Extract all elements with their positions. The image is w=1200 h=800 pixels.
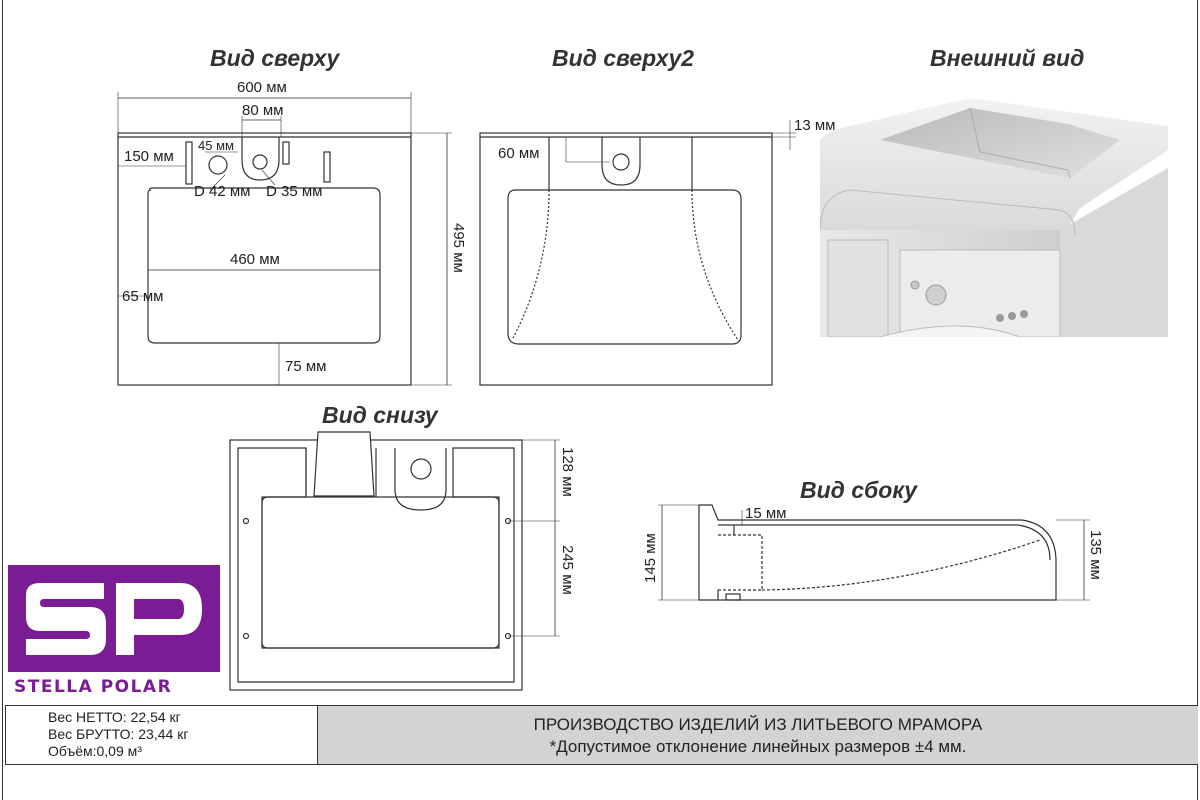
spec-net-weight: Вес НЕТТО: 22,54 кг: [48, 709, 181, 725]
spec-gross-weight: Вес БРУТТО: 23,44 кг: [48, 726, 189, 742]
side-view-drawing: [658, 504, 1090, 601]
bottom-view-drain: [410, 458, 432, 480]
title-side-view: Вид сбоку: [800, 477, 918, 503]
dim-15: 15 мм: [745, 505, 787, 522]
top-view-bowl: [147, 187, 381, 344]
dim-495: 495 мм: [450, 223, 467, 273]
footer-line-1: ПРОИЗВОДСТВО ИЗДЕЛИЙ ИЗ ЛИТЬЕВОГО МРАМОР…: [533, 715, 983, 734]
top-view2-drain: [612, 153, 630, 171]
title-bottom-view: Вид снизу: [322, 402, 438, 428]
title-top-view2: Вид сверху2: [552, 45, 695, 71]
dim-65: 65 мм: [122, 288, 164, 305]
dim-245: 245 мм: [559, 545, 576, 595]
dim-135: 135 мм: [1087, 530, 1104, 580]
dim-460: 460 мм: [230, 251, 280, 268]
top-view2-bowl: [507, 189, 742, 345]
logo-mark: [8, 565, 220, 672]
top-view-drawing: [117, 92, 452, 386]
bottom-view-recess: [261, 496, 500, 649]
dim-145: 145 мм: [642, 533, 659, 583]
dim-d42: D 42 мм: [194, 183, 251, 200]
spec-volume: Объём:0,09 м³: [48, 743, 142, 759]
bottom-view-outline: [229, 439, 523, 691]
dim-150: 150 мм: [124, 148, 174, 165]
manufacturer-note-panel: ПРОИЗВОДСТВО ИЗДЕЛИЙ ИЗ ЛИТЬЕВОГО МРАМОР…: [317, 706, 1198, 764]
dim-60: 60 мм: [498, 145, 540, 162]
title-top-view: Вид сверху: [210, 45, 340, 71]
stella-polar-logo: STELLA POLAR: [8, 565, 220, 706]
footer-line-2: *Допустимое отклонение линейных размеров…: [549, 737, 967, 756]
side-view-outline: [698, 504, 1057, 601]
drain-hole-35: [252, 154, 268, 170]
title-block: Вес НЕТТО: 22,54 кг Вес БРУТТО: 23,44 кг…: [5, 705, 1198, 765]
exterior-photo: [820, 90, 1168, 337]
dim-600: 600 мм: [237, 79, 287, 96]
sheet-border-right: [1197, 0, 1198, 800]
bottom-view-drawing: [229, 431, 560, 691]
dim-128: 128 мм: [559, 447, 576, 497]
sheet-border-left: [2, 0, 3, 800]
top-view-outline: [117, 132, 412, 386]
dim-45: 45 мм: [198, 138, 234, 153]
specs-panel: Вес НЕТТО: 22,54 кг Вес БРУТТО: 23,44 кг…: [6, 706, 316, 764]
dim-75: 75 мм: [285, 358, 327, 375]
title-exterior-view: Внешний вид: [930, 45, 1085, 71]
drain-hole-42: [208, 155, 228, 175]
logo-name: STELLA POLAR: [14, 677, 173, 697]
top-view2-drawing: [479, 120, 796, 386]
dim-d35: D 35 мм: [266, 183, 323, 200]
dim-13: 13 мм: [794, 117, 836, 134]
dim-80: 80 мм: [242, 102, 284, 119]
top-view2-outline: [479, 132, 773, 386]
